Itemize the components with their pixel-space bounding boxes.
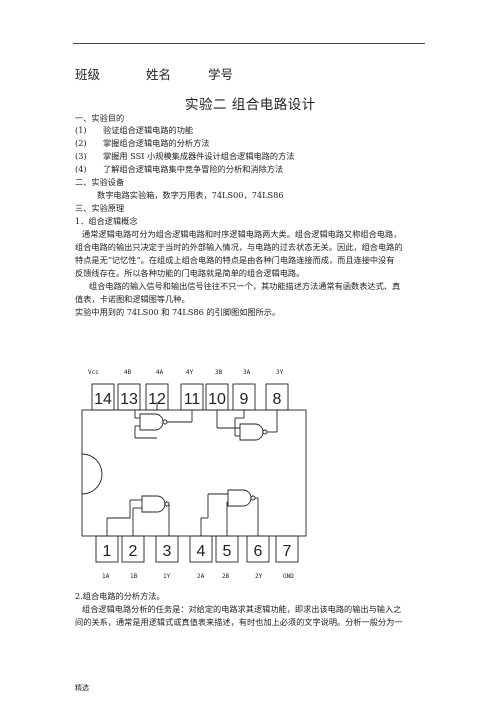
pin-number: 1 (103, 543, 112, 560)
paragraph-line: 组合逻辑电路分析的任务是：对给定的电路求其逻辑功能，即求出该电路的输出与输入之 (82, 604, 402, 614)
list-item: (2)掌握组合逻辑电路的分析方法 (75, 138, 210, 148)
pin-number: 2 (129, 543, 138, 560)
list-item: (4)了解组合逻辑电路集中竞争冒险的分析和消除方法 (75, 164, 284, 174)
list-item: (1)验证组合逻辑电路的功能 (75, 125, 194, 135)
pin-number: 12 (148, 391, 166, 408)
class-label: 班级 (75, 67, 101, 82)
pin-label: 4A (156, 369, 164, 376)
pin-label: 2Y (255, 573, 263, 580)
pin-label: Vcc (88, 369, 99, 376)
name-label: 姓名 (146, 67, 172, 82)
pin-box (91, 383, 115, 411)
pin-label: 3Y (276, 369, 284, 376)
pin-label: 3B (215, 369, 223, 376)
paragraph-line: 实验中用到的 74LS00 和 74LS86 的引脚图如图所示。 (75, 307, 281, 317)
pin-number: 11 (184, 391, 201, 408)
subsection-heading: 1．组合逻辑概念 (75, 216, 138, 226)
pin-label: 1Y (163, 573, 171, 580)
pin-box (155, 535, 179, 563)
pin-number: 14 (94, 391, 112, 408)
paragraph-line: 组合电路的输出只决定于当时的外部输入情况，与电路的过去状态无关。因此，组合电路的 (75, 242, 403, 252)
nand-gate-1 (106, 495, 170, 536)
section-heading-equipment: 二、实验设备 (75, 177, 125, 187)
pin-label: 1A (102, 573, 110, 580)
pin-number: 7 (283, 543, 292, 560)
pin-label: 1B (130, 573, 138, 580)
header-rule (73, 43, 425, 44)
paragraph-line: 组合电路的输入信号和输出信号往往不只一个，其功能描述方法通常有函数表达式、真 (89, 281, 401, 291)
pin-label: 2A (197, 573, 205, 580)
nand-gate-4 (134, 402, 193, 439)
pin-number: 10 (208, 391, 226, 408)
list-item: (3)掌握用 SSI 小规模集成器件设计组合逻辑电路的方法 (75, 151, 295, 161)
subsection-heading: 2.组合电路的分析方法。 (75, 591, 165, 601)
pin-label: GND (283, 573, 294, 580)
pin-label: 4Y (186, 369, 194, 376)
page-title: 实验二 组合电路设计 (185, 97, 316, 113)
chip-notch (81, 453, 103, 495)
equipment-text: 数字电路实验箱，数字万用表，74LS00，74LS86 (97, 190, 284, 200)
paragraph-line: 值表，卡诺图和逻辑图等几种。 (75, 294, 190, 304)
pin-label: 2B (222, 573, 230, 580)
pin-label: 4B (124, 369, 132, 376)
pin-box (117, 383, 141, 411)
section-heading-purpose: 一、实验目的 (75, 113, 125, 123)
page-footer: 精选 (75, 684, 89, 692)
paragraph-line: 反馈线存在。所以各种功能的门电路就是简单的组合逻辑电路。 (75, 268, 305, 278)
pin-label: 3A (243, 369, 251, 376)
pin-number: 9 (240, 391, 249, 408)
chip-body (81, 409, 307, 537)
paragraph-line: 特点是无“记忆性”。在组成上组合电路的特点是由各种门电路连接而成，而且连接中没有 (75, 255, 395, 265)
paragraph-line: 通常逻辑电路可分为组合逻辑电路和时序逻辑电路两大类。组合逻辑电路又称组合电路， (82, 229, 402, 239)
section-heading-principle: 三、实验原理 (75, 203, 125, 213)
ic-pinout-diagram: 14 13 12 11 10 9 8 1 2 3 4 5 6 7 (81, 383, 307, 563)
pin-number: 8 (273, 391, 282, 408)
pin-number: 3 (163, 543, 172, 560)
student-id-label: 学号 (208, 67, 234, 82)
pin-number: 13 (120, 391, 138, 408)
paragraph-line: 间的关系，通常是用逻辑式或真值表来描述，有时也加上必须的文字说明。分析一般分为一 (75, 617, 403, 627)
pin-box (275, 535, 299, 563)
pin-number: 4 (197, 543, 206, 560)
pin-number: 6 (254, 543, 263, 560)
nand-gate-2 (200, 489, 259, 536)
nand-gate-3 (216, 410, 278, 441)
pin-number: 5 (223, 543, 232, 560)
